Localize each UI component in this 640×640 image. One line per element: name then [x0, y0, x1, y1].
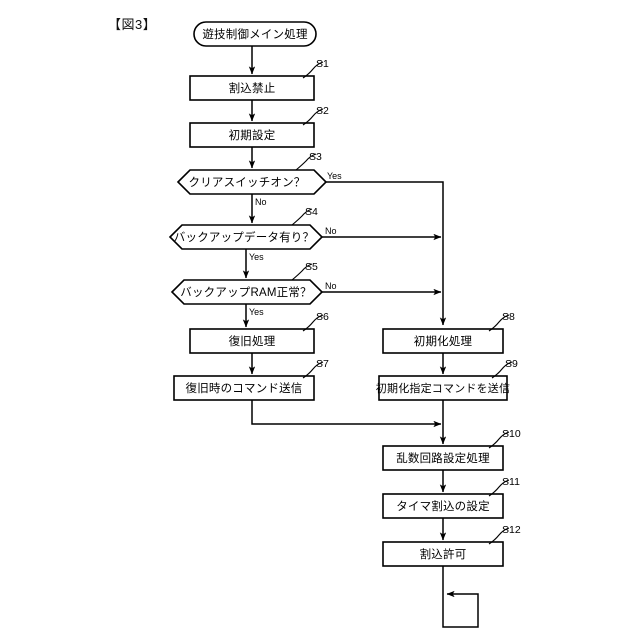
- process-node-s2-shape: [189, 122, 315, 148]
- process-node-s10-shape: [382, 445, 504, 471]
- leader-s1: [302, 61, 324, 79]
- leader-s11: [488, 479, 510, 497]
- step-label-s2: S2: [316, 105, 329, 117]
- connector-loop-back: [442, 566, 479, 628]
- process-node-s2[interactable]: [190, 123, 314, 147]
- edge-label-s5-yes: Yes: [249, 307, 264, 317]
- leader-s12: [488, 527, 510, 545]
- edge-label-s4-no: No: [325, 226, 337, 236]
- process-node-s1-shape: [189, 75, 315, 101]
- connector-s3-yes-to-trunk: [326, 181, 447, 326]
- figure-label: 【図3】: [108, 17, 157, 32]
- step-label-s6: S6: [316, 311, 329, 323]
- step-label-s5: S5: [305, 261, 318, 273]
- decision-node-s5[interactable]: [172, 280, 322, 304]
- step-label-s8: S8: [502, 311, 515, 323]
- leader-s8: [488, 314, 510, 332]
- leader-s5: [291, 263, 313, 281]
- process-node-s8-shape: [382, 328, 504, 354]
- process-node-s10[interactable]: [383, 446, 503, 470]
- edge-label-s3-no: No: [255, 197, 267, 207]
- start-node-shape: [193, 21, 317, 47]
- process-node-s6-shape: [189, 328, 315, 354]
- process-node-s11-shape: [382, 493, 504, 519]
- step-label-s10: S10: [502, 428, 521, 440]
- edge-label-s4-yes: Yes: [249, 252, 264, 262]
- step-label-s9: S9: [505, 358, 518, 370]
- step-label-s7: S7: [316, 358, 329, 370]
- leader-s10: [488, 431, 510, 449]
- process-node-s6[interactable]: [190, 329, 314, 353]
- step-label-s3: S3: [309, 151, 322, 163]
- process-node-s9-shape: [378, 375, 508, 401]
- step-label-s11: S11: [502, 476, 520, 488]
- step-label-s4: S4: [305, 206, 318, 218]
- leader-s6: [302, 314, 324, 332]
- process-node-s9[interactable]: [379, 376, 507, 400]
- connector-s7-to-trunk: [251, 400, 442, 428]
- decision-node-s3[interactable]: [178, 170, 326, 194]
- step-label-s1: S1: [316, 58, 329, 70]
- process-node-s7[interactable]: [174, 376, 314, 400]
- process-node-s1[interactable]: [190, 76, 314, 100]
- process-node-s8[interactable]: [383, 329, 503, 353]
- leader-s4: [291, 208, 313, 226]
- edge-label-s5-no: No: [325, 281, 337, 291]
- edge-label-s3-yes: Yes: [327, 171, 342, 181]
- leader-s3: [295, 153, 317, 171]
- leader-s9: [491, 361, 513, 379]
- process-node-s12-shape: [382, 541, 504, 567]
- process-node-s11[interactable]: [383, 494, 503, 518]
- decision-node-s4[interactable]: [170, 225, 322, 249]
- step-label-s12: S12: [502, 524, 521, 536]
- process-node-s7-shape: [173, 375, 315, 401]
- start-node[interactable]: [194, 22, 316, 46]
- process-node-s12[interactable]: [383, 542, 503, 566]
- leader-s2: [302, 108, 324, 126]
- leader-s7: [302, 361, 324, 379]
